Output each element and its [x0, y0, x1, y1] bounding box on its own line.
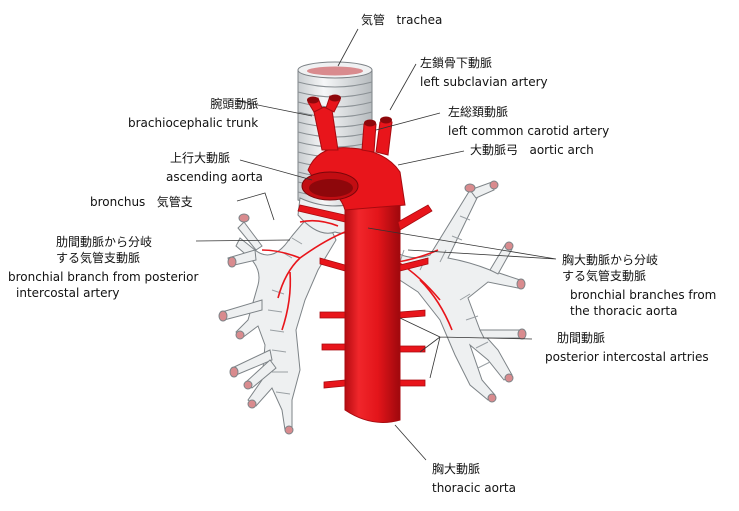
leader-intercostal	[399, 317, 533, 379]
leader-ascending-aorta	[239, 159, 313, 181]
leader-bronchial-thoracic	[367, 227, 557, 260]
leader-left-common-carotid	[375, 112, 441, 131]
label-bronchial-branches-thoracic: 胸大動脈から分岐 する気管支動脈 bronchial branches from…	[562, 253, 717, 318]
label-trachea-text: 気管 trachea	[361, 13, 443, 27]
leader-thoracic-aorta	[394, 424, 427, 461]
leader-bronchial-branch-posterior	[195, 239, 291, 242]
label-aortic-arch: 大動脈弓 aortic arch	[470, 143, 594, 157]
label-ascending-aorta: 上行大動脈 ascending aorta	[166, 151, 263, 184]
label-left-common-carotid: 左総頚動脈 left common carotid artery	[448, 105, 610, 138]
label-posterior-intercostal: 肋間動脈 posterior intercostal artries	[545, 331, 709, 364]
label-bronchial-branch-posterior: 肋間動脈から分岐 する気管支動脈 bronchial branch from p…	[8, 235, 199, 300]
label-thoracic-aorta: 胸大動脈 thoracic aorta	[432, 462, 516, 495]
leader-bronchus	[236, 192, 275, 221]
intercostal-arteries	[297, 204, 433, 389]
label-brachiocephalic: 腕頭動脈 brachiocephalic trunk	[128, 97, 259, 130]
label-left-subclavian: 左鎖骨下動脈 left subclavian artery	[420, 56, 548, 89]
aorta-shape	[301, 94, 406, 423]
leader-lines	[195, 28, 557, 461]
left-bronchial-tree	[218, 204, 337, 435]
leader-trachea	[337, 28, 359, 67]
leader-aortic-arch	[397, 150, 465, 166]
leader-brachiocephalic	[237, 100, 313, 117]
label-trachea: 気管 trachea	[361, 12, 442, 28]
label-bronchus: bronchus 気管支	[90, 195, 193, 209]
leader-left-subclavian	[389, 63, 417, 111]
